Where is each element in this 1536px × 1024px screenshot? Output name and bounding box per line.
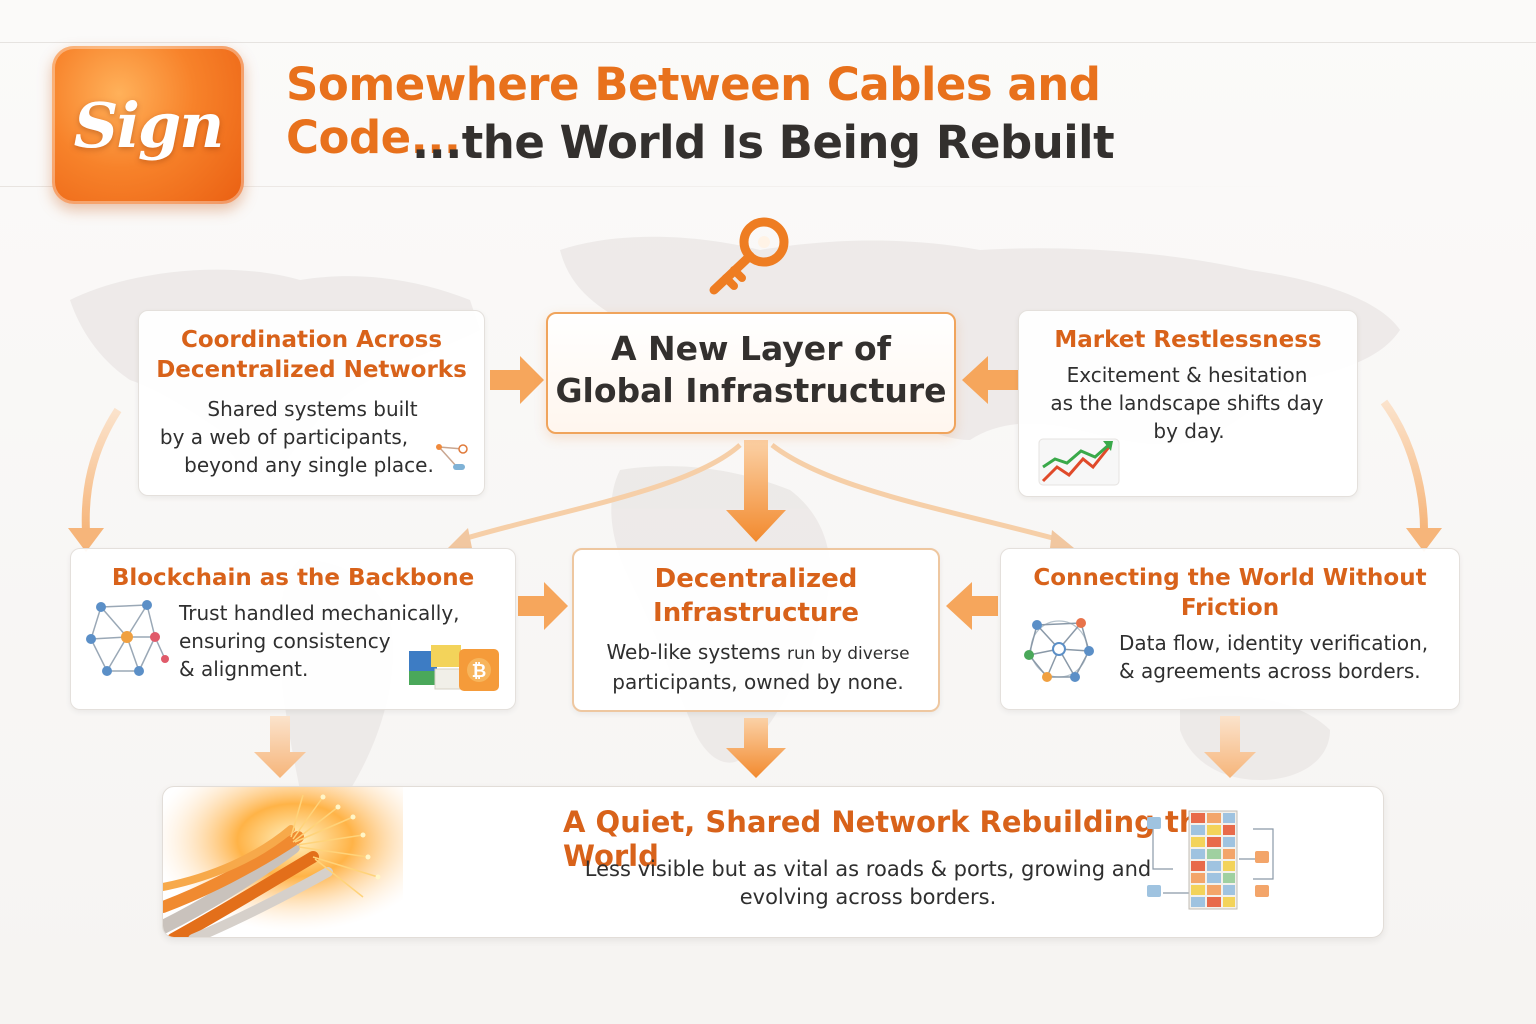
card-body-line1: Trust handled mechanically,: [179, 601, 460, 625]
blocks-bitcoin-icon: ₿: [409, 645, 499, 691]
header-divider: [0, 42, 1536, 43]
card-coordination: Coordination Across Decentralized Networ…: [138, 310, 485, 496]
arrow-left-curve: [81, 407, 122, 533]
card-title-line2: Decentralized Networks: [156, 357, 467, 383]
arrow-right-curve: [1380, 399, 1428, 531]
arrow-market-to-center: [962, 356, 1018, 404]
card-body-line1: Excitement & hesitation: [1066, 363, 1308, 387]
card-body-line2: participants, owned by none.: [612, 670, 904, 694]
card-body-line1: Data flow, identity verification,: [1119, 631, 1429, 655]
card-body-line2: & agreements across borders.: [1119, 659, 1421, 683]
card-body-line3: beyond any single place.: [184, 453, 434, 477]
arrow-connecting-down: [1204, 716, 1256, 778]
globe-network-icon: [1024, 618, 1094, 682]
card-quiet-shared-network: A Quiet, Shared Network Rebuilding the W…: [162, 786, 1384, 938]
flowchart-grid-icon: [1147, 810, 1274, 910]
fiber-cables-image: [163, 787, 403, 937]
card-body-line1: Web-like systems run by diverse: [574, 638, 942, 668]
chart-up-icon: [1038, 438, 1120, 486]
arrow-connecting-to-decentralized: [946, 582, 998, 630]
network-icon: [436, 444, 468, 470]
card-body-line1: Shared systems built: [207, 397, 418, 421]
card-title-line1: Connecting the World Without: [1033, 565, 1427, 591]
card-body-line2: ensuring consistency: [179, 629, 391, 653]
card-body-line1: Less visible but as vital as roads & por…: [584, 857, 1152, 881]
card-title-line2: Global Infrastructure: [555, 371, 947, 410]
card-title-line2: Friction: [1180, 595, 1280, 621]
card-title-line1: A New Layer of: [611, 329, 891, 368]
card-body-line2: as the landscape shifts day: [1050, 391, 1324, 415]
card-title: Blockchain as the Backbone: [111, 565, 475, 591]
page-title-line1: Somewhere Between Cables and Code...: [286, 58, 1101, 164]
arrow-blockchain-down: [254, 716, 306, 778]
logo-text: Sign: [73, 88, 225, 162]
arrow-decentralized-down: [726, 718, 786, 778]
sign-logo: Sign: [52, 46, 244, 204]
card-title: Market Restlessness: [1054, 327, 1322, 353]
network-icon: [86, 600, 169, 676]
card-title-line1: Decentralized: [654, 564, 858, 594]
card-global-infrastructure: A New Layer of Global Infrastructure: [546, 312, 956, 434]
card-body-small: run by diverse: [787, 644, 910, 664]
arrow-center-to-decentralized: [726, 440, 786, 542]
card-body-line2: by a web of participants,: [159, 425, 409, 449]
card-body-line3: & alignment.: [179, 657, 309, 681]
header-divider-lower: [0, 186, 1300, 187]
card-body-line3: by day.: [1153, 419, 1225, 443]
card-connecting-world: Connecting the World Without Friction Da…: [1000, 548, 1460, 710]
page-title-line2: ...the World Is Being Rebuilt: [412, 116, 1115, 169]
key-icon: [709, 217, 789, 295]
arrow-blockchain-to-decentralized: [518, 582, 568, 630]
card-title: A Quiet, Shared Network Rebuilding the W…: [563, 805, 1220, 873]
bitcoin-symbol: ₿: [472, 661, 487, 682]
card-blockchain: Blockchain as the Backbone Trust handled…: [70, 548, 516, 710]
arrow-coord-to-center: [490, 356, 544, 404]
card-decentralized-infrastructure: Decentralized Infrastructure Web-like sy…: [572, 548, 940, 712]
card-body-line2: evolving across borders.: [739, 885, 997, 909]
card-body-main: Web-like systems: [606, 640, 787, 664]
card-title-line2: Infrastructure: [653, 598, 859, 628]
card-title-line1: Coordination Across: [180, 327, 443, 353]
card-market-restlessness: Market Restlessness Excitement & hesitat…: [1018, 310, 1358, 497]
